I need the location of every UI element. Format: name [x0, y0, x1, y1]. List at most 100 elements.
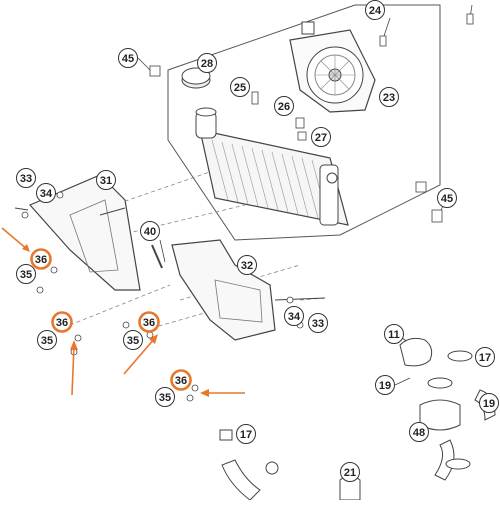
callout-number: 25	[234, 82, 246, 94]
callout-circle	[384, 324, 404, 344]
part-callout-p17-b: 17	[236, 424, 256, 444]
callout-circle	[37, 330, 57, 350]
callout-number: 21	[344, 467, 356, 479]
callout-circle	[284, 306, 304, 326]
callout-circle	[51, 311, 73, 333]
part-callout-p21: 21	[340, 462, 360, 482]
part-callout-p25: 25	[230, 77, 250, 97]
callout-number: 35	[159, 392, 171, 404]
part-callout-p35-a: 35	[16, 264, 36, 284]
callout-circle	[479, 393, 499, 413]
callout-number: 34	[288, 311, 301, 323]
callout-circle	[155, 387, 175, 407]
part-callout-p36-b: 36	[51, 311, 73, 333]
part-callout-p36-d: 36	[170, 369, 192, 391]
part-callout-p33-right: 33	[308, 313, 328, 333]
callout-circle	[140, 221, 160, 241]
part-callout-p34-right: 34	[284, 306, 304, 326]
callout-number: 48	[413, 427, 425, 439]
callout-number: 33	[20, 173, 32, 185]
callout-number: 35	[20, 269, 32, 281]
callout-circle	[340, 462, 360, 482]
callout-circle	[437, 188, 457, 208]
callout-circle	[16, 264, 36, 284]
part-callout-p26: 26	[274, 96, 294, 116]
callout-number: 11	[388, 329, 400, 341]
callout-number: 35	[127, 335, 139, 347]
part-callout-p24: 24	[365, 0, 385, 20]
callout-number: 19	[483, 398, 495, 410]
callout-circle	[123, 330, 143, 350]
part-callout-p45-right: 45	[437, 188, 457, 208]
part-callout-p45-top: 45	[118, 48, 138, 68]
small-hardware	[149, 13, 474, 223]
callout-number: 45	[122, 53, 134, 65]
callout-number: 36	[175, 375, 187, 387]
part-callout-p35-c: 35	[123, 330, 143, 350]
callout-number: 17	[240, 429, 252, 441]
callout-circle	[138, 311, 160, 333]
bolt-40	[151, 244, 163, 269]
callout-circle	[311, 127, 331, 147]
highlight-arrows	[1, 227, 245, 397]
callout-circle	[409, 422, 429, 442]
fan-assembly	[289, 21, 376, 113]
callout-circle	[236, 424, 256, 444]
part-callout-p19-a: 19	[375, 375, 395, 395]
part-callout-p35-d: 35	[155, 387, 175, 407]
callout-circle	[96, 170, 116, 190]
callout-number: 40	[144, 226, 156, 238]
part-callout-p36-c: 36	[138, 311, 160, 333]
arrow-1	[1, 227, 29, 251]
callout-number: 34	[40, 188, 53, 200]
callout-number: 32	[241, 260, 253, 272]
part-callout-p17-a: 17	[475, 347, 495, 367]
callout-circle	[274, 96, 294, 116]
callout-circle	[308, 313, 328, 333]
callout-circle	[197, 53, 217, 73]
callout-circle	[379, 87, 399, 107]
callout-number: 36	[143, 317, 155, 329]
part-callout-p32: 32	[237, 255, 257, 275]
part-callout-p23: 23	[379, 87, 399, 107]
callout-number: 36	[56, 317, 68, 329]
hose-parts	[219, 337, 496, 501]
part-callout-p34-left: 34	[36, 183, 56, 203]
part-callout-p27: 27	[311, 127, 331, 147]
callout-number: 24	[369, 5, 382, 17]
callout-circle	[375, 375, 395, 395]
radiator	[195, 107, 349, 226]
callout-number: 26	[278, 101, 290, 113]
part-callout-p48: 48	[409, 422, 429, 442]
callout-circle	[30, 248, 52, 270]
part-callout-p35-b: 35	[37, 330, 57, 350]
callout-number: 35	[41, 335, 53, 347]
callout-number: 31	[100, 175, 112, 187]
part-callout-p33-left: 33	[16, 168, 36, 188]
part-callout-p11: 11	[384, 324, 404, 344]
callout-number: 17	[479, 352, 491, 364]
callout-number: 23	[383, 92, 395, 104]
callout-number: 33	[312, 318, 324, 330]
arrow-3	[123, 337, 156, 375]
part-callout-p40: 40	[140, 221, 160, 241]
part-callout-p36-a: 36	[30, 248, 52, 270]
callout-circle	[365, 0, 385, 20]
part-callout-p31: 31	[96, 170, 116, 190]
callout-number: 28	[201, 58, 213, 70]
callout-circle	[230, 77, 250, 97]
callout-circle	[36, 183, 56, 203]
callout-circle	[475, 347, 495, 367]
part-callout-p28: 28	[197, 53, 217, 73]
callout-circle	[170, 369, 192, 391]
fasteners	[21, 191, 304, 402]
part-callout-p19-b: 19	[479, 393, 499, 413]
callout-circle	[237, 255, 257, 275]
arrow-2	[71, 344, 75, 396]
callout-number: 27	[315, 132, 327, 144]
callout-number: 36	[35, 254, 47, 266]
callout-circle	[118, 48, 138, 68]
callout-number: 19	[379, 380, 391, 392]
